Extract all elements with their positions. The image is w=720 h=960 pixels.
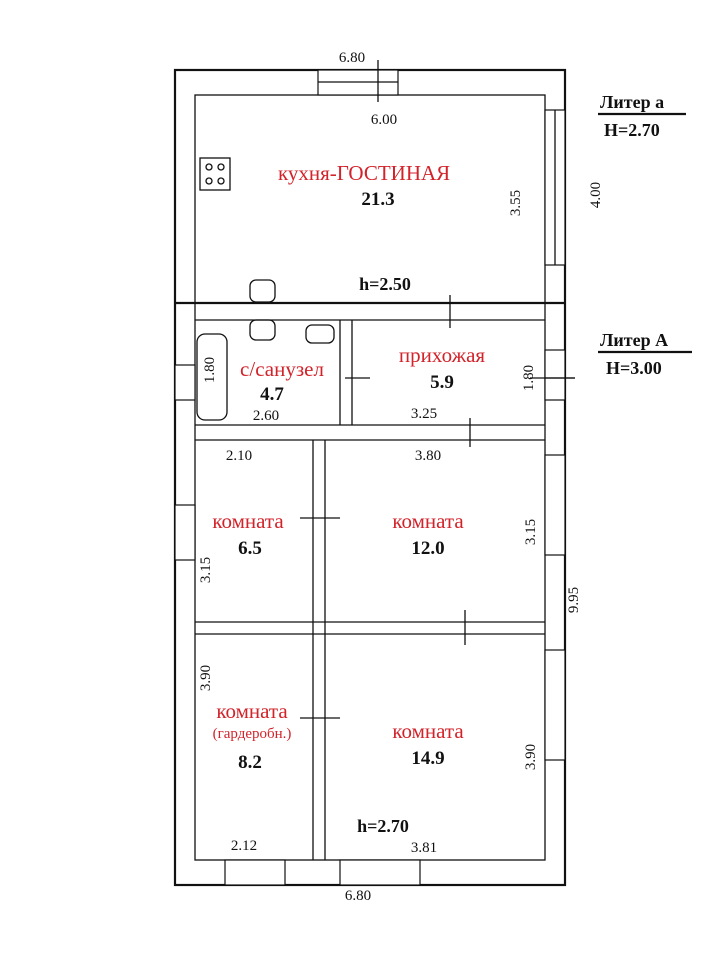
liter-annex-height: H=2.70 — [604, 120, 660, 140]
dim-bath-width: 2.60 — [253, 408, 279, 424]
dim-annex-outer: 4.00 — [588, 182, 604, 208]
dim-bottom-outer: 6.80 — [345, 888, 371, 904]
sink-icon — [249, 279, 276, 303]
dim-top-inner: 6.00 — [371, 112, 397, 128]
liter-main-height: H=3.00 — [606, 358, 662, 378]
small-room-label: комната — [212, 509, 284, 533]
window-left-bath — [174, 364, 196, 401]
toilet-icon — [305, 324, 335, 344]
wardrobe-room-sub: (гардеробн.) — [213, 726, 292, 742]
wardrobe-room-label: комната — [216, 699, 288, 723]
dim-large-room-height: 3.90 — [523, 744, 539, 770]
dim-small-room-width: 2.10 — [226, 448, 252, 464]
window-left-room — [174, 504, 196, 561]
window-bottom-2 — [339, 859, 421, 886]
wardrobe-room-area: 8.2 — [238, 752, 262, 773]
stove-icon — [199, 157, 231, 191]
dim-hall-width: 3.25 — [411, 406, 437, 422]
large-room-label: комната — [392, 719, 464, 743]
window-right-hall — [544, 349, 566, 401]
dim-small-room-height: 3.15 — [198, 557, 214, 583]
dim-wardrobe-height: 3.90 — [198, 665, 214, 691]
bathtub-icon — [196, 333, 228, 421]
small-room-area: 6.5 — [238, 538, 262, 559]
hallway-area: 5.9 — [430, 372, 454, 393]
mid-room-label: комната — [392, 509, 464, 533]
dim-hall-height: 1.80 — [521, 365, 537, 391]
dim-large-room-width: 3.81 — [411, 840, 437, 856]
dim-kitchen-height: 3.55 — [508, 190, 524, 216]
window-right-1 — [544, 454, 566, 556]
kitchen-label: кухня-ГОСТИНАЯ — [278, 161, 450, 185]
dim-wardrobe-width: 2.12 — [231, 838, 257, 854]
bathroom-label: с/санузел — [240, 357, 324, 381]
liter-main-name: Литер А — [600, 330, 668, 350]
dim-main-outer: 9.95 — [566, 587, 582, 613]
dim-mid-room-width: 3.80 — [415, 448, 441, 464]
bathroom-area: 4.7 — [260, 384, 284, 405]
hallway-label: прихожая — [399, 343, 485, 367]
dim-top-outer: 6.80 — [339, 50, 365, 66]
dim-mid-room-height: 3.15 — [523, 519, 539, 545]
window-bottom-1 — [224, 859, 286, 886]
main-ceiling-height: h=2.70 — [357, 816, 409, 836]
dim-bathtub: 1.80 — [202, 357, 218, 383]
liter-annex-name: Литер а — [600, 92, 664, 112]
kitchen-area: 21.3 — [361, 189, 394, 210]
window-right-2 — [544, 649, 566, 761]
large-room-area: 14.9 — [411, 748, 444, 769]
mid-room-area: 12.0 — [411, 538, 444, 559]
sink-bath-icon — [249, 319, 276, 341]
annex-ceiling-height: h=2.50 — [359, 274, 411, 294]
